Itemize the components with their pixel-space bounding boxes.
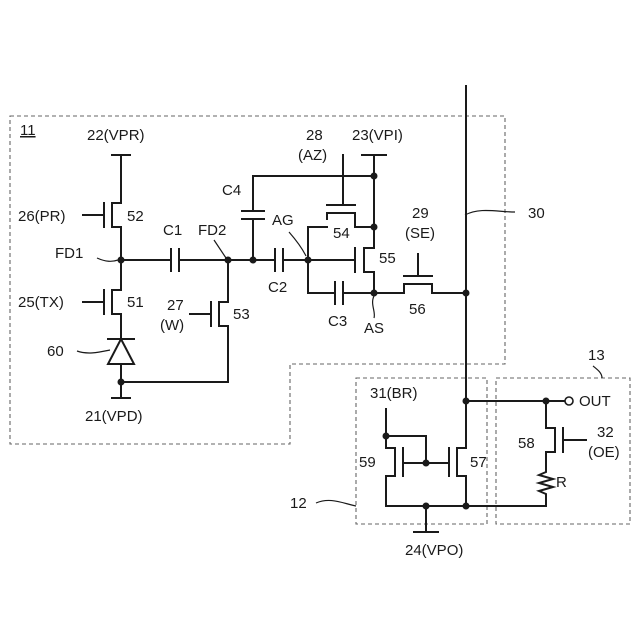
photodiode-60-label: 60 — [47, 343, 64, 360]
pixel-block-label: 11 — [20, 122, 36, 139]
fd1-label: FD1 — [55, 245, 83, 262]
photodiode-60-leader — [77, 350, 110, 353]
as-label: AS — [364, 320, 384, 337]
transistor-51-label: 51 — [127, 294, 144, 311]
oe-number-label: 32 — [597, 424, 614, 441]
transistor-57 — [449, 448, 466, 506]
transistor-57-label: 57 — [470, 454, 487, 471]
br-label: 31(BR) — [370, 385, 418, 402]
fd2-label: FD2 — [198, 222, 226, 239]
w-number-label: 27 — [167, 297, 184, 314]
output-block-label: 13 — [588, 347, 605, 364]
capacitor-c1 — [171, 249, 179, 271]
vpr-label: 22(VPR) — [87, 127, 145, 144]
resistor-label: R — [556, 474, 567, 491]
transistor-54 — [327, 155, 374, 227]
vpi-label: 23(VPI) — [352, 127, 403, 144]
vpo-label: 24(VPO) — [405, 542, 463, 559]
signal-line-leader — [465, 210, 515, 215]
transistor-52-label: 52 — [127, 208, 144, 225]
az-label: (AZ) — [298, 147, 327, 164]
se-label: (SE) — [405, 225, 435, 242]
c4-label: C4 — [222, 182, 241, 199]
c3-label: C3 — [328, 313, 347, 330]
column-block-label: 12 — [290, 495, 307, 512]
as-leader — [373, 296, 375, 318]
transistor-54-label: 54 — [333, 225, 350, 242]
transistor-53-label: 53 — [233, 306, 250, 323]
column-block-leader — [316, 500, 356, 506]
fd1-leader — [97, 258, 118, 261]
ag-leader — [289, 232, 306, 256]
az-number-label: 28 — [306, 127, 323, 144]
out-label: OUT — [579, 393, 611, 410]
output-block-leader — [593, 366, 602, 378]
signal-line-label: 30 — [528, 205, 545, 222]
transistor-56-label: 56 — [409, 301, 426, 318]
ag-label: AG — [272, 212, 294, 229]
capacitor-c3 — [335, 282, 374, 304]
pr-label: 26(PR) — [18, 208, 66, 225]
w-label: (W) — [160, 317, 184, 334]
output-terminal — [565, 397, 573, 405]
se-number-label: 29 — [412, 205, 429, 222]
transistor-55-label: 55 — [379, 250, 396, 267]
pixel-block-boundary — [10, 116, 505, 444]
transistor-59-label: 59 — [359, 454, 376, 471]
photodiode-branch — [83, 155, 134, 398]
fd2-leader — [214, 240, 226, 258]
c2-label: C2 — [268, 279, 287, 296]
c1-label: C1 — [163, 222, 182, 239]
transistor-59 — [386, 436, 449, 506]
oe-label: (OE) — [588, 444, 620, 461]
resistor-r — [539, 466, 553, 506]
transistor-58 — [546, 401, 586, 466]
vpd-label: 21(VPD) — [85, 408, 143, 425]
transistor-58-label: 58 — [518, 435, 535, 452]
tx-label: 25(TX) — [18, 294, 64, 311]
capacitor-c2 — [275, 249, 283, 271]
